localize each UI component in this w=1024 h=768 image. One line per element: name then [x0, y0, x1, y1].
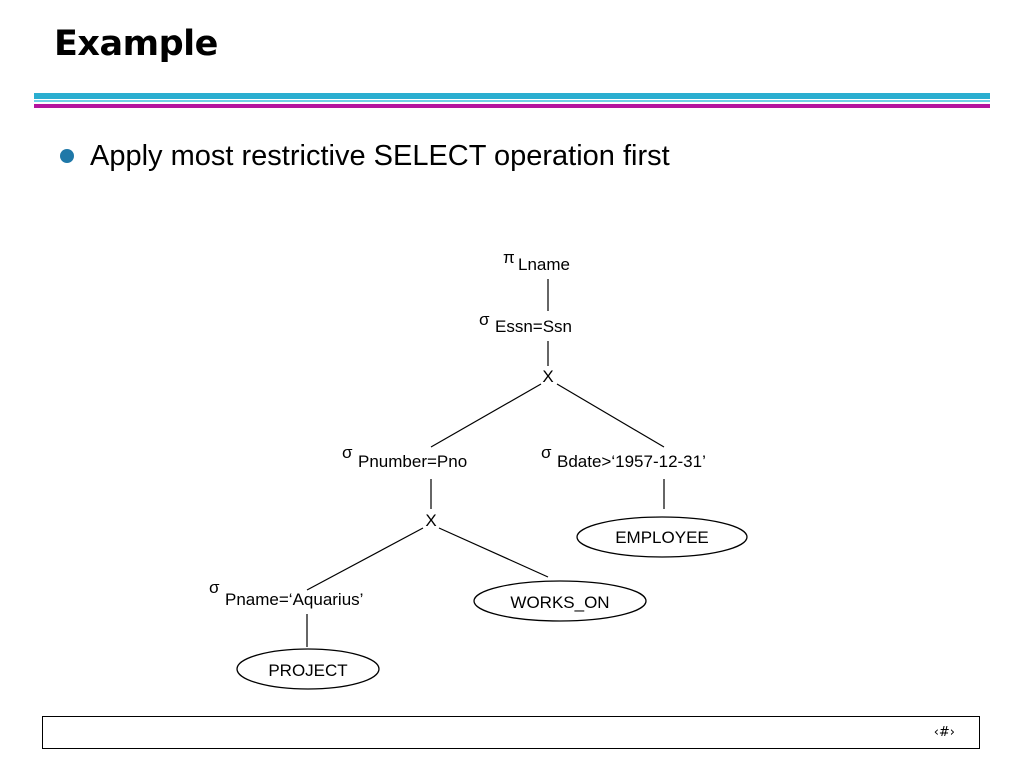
tree-edges — [306, 279, 665, 647]
cartesian-product-top: X — [542, 367, 553, 386]
edge-product-to-select-pnumber — [430, 383, 542, 448]
cartesian-product-bottom: X — [425, 511, 436, 530]
bullet-item: Apply most restrictive SELECT operation … — [60, 136, 670, 176]
select-bdate-condition: Bdate>‘1957-12-31’ — [557, 452, 706, 471]
title-underline-cyan-light — [34, 100, 990, 102]
relation-works-on-label: WORKS_ON — [510, 593, 609, 612]
slide-title: Example — [54, 24, 218, 64]
relation-employee-label: EMPLOYEE — [615, 528, 709, 547]
relation-project-label: PROJECT — [268, 661, 347, 680]
project-operator-attribute: Lname — [518, 255, 570, 274]
select-pname-symbol: σ — [209, 578, 220, 597]
select-pnumber-condition: Pnumber=Pno — [358, 452, 467, 471]
page-number: ‹#› — [933, 725, 955, 740]
select-bdate-symbol: σ — [541, 443, 552, 462]
project-ellipse — [236, 648, 380, 690]
project-operator-symbol: π — [503, 248, 515, 267]
bullet-dot-icon — [60, 149, 74, 163]
query-tree-diagram: π Lname σ Essn=Ssn X σ Pnumber=Pno σ Bda… — [209, 248, 748, 690]
bullet-text: Apply most restrictive SELECT operation … — [90, 140, 670, 172]
relation-ellipses — [236, 516, 748, 690]
edge-product-to-select-pname — [306, 527, 424, 591]
works-on-ellipse — [473, 580, 647, 622]
select-join-condition: Essn=Ssn — [495, 317, 572, 336]
edge-product-to-works-on — [438, 527, 549, 578]
edge-product-to-select-bdate — [556, 383, 665, 448]
title-underline-cyan — [34, 93, 990, 99]
select-join-symbol: σ — [479, 310, 490, 329]
employee-ellipse — [576, 516, 748, 558]
select-pname-condition: Pname=‘Aquarius’ — [225, 590, 363, 609]
title-underline-magenta — [34, 104, 990, 108]
select-pnumber-symbol: σ — [342, 443, 353, 462]
footer-box: ‹#› — [42, 716, 980, 749]
